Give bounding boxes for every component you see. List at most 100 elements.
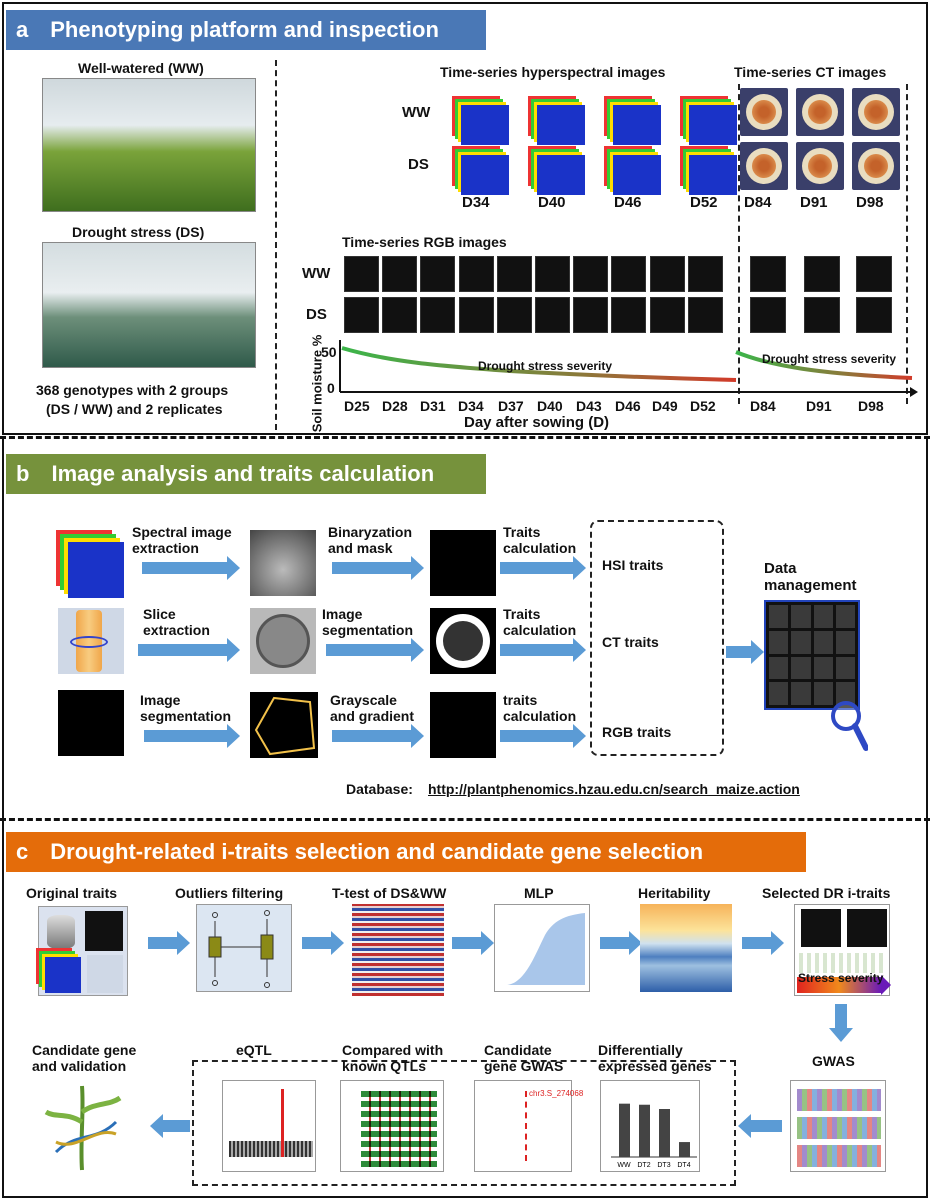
- hsi-traits: HSI traits: [602, 557, 664, 573]
- hsi-title: Time-series hyperspectral images: [440, 64, 666, 80]
- x-axis-day: D43: [576, 398, 602, 414]
- mlp-chart: [494, 904, 590, 992]
- arrow-heritability: [742, 931, 784, 955]
- arrow-gwas-left: [738, 1114, 782, 1138]
- rgb-thumb-0-9: [687, 256, 723, 292]
- ct-cylinder-icon: [58, 608, 124, 674]
- panel-b: [2, 437, 928, 818]
- snp-label: chr3.S_274068: [529, 1089, 584, 1098]
- x-axis-day: D98: [858, 398, 884, 414]
- deg-bar-WW: [619, 1103, 630, 1157]
- hsi-day-label: D40: [538, 194, 566, 211]
- step-imgseg: Image segmentation: [322, 606, 414, 638]
- hsi-band-layer: [537, 105, 585, 145]
- ct-image-1-2: [852, 142, 900, 190]
- step-imgseg2: Image segmentation: [140, 692, 232, 724]
- step-gray: Grayscale and gradient: [330, 692, 415, 724]
- rgb-thumb-1-4: [496, 297, 532, 333]
- eqtl-plot: [222, 1080, 316, 1172]
- hsi-day-label: D46: [614, 194, 642, 211]
- hsi-band-layer: [613, 105, 661, 145]
- hsi-row-ww: WW: [402, 104, 431, 121]
- hsi-cube-1-2: [604, 146, 662, 195]
- rgb-thumb-1-1: [382, 297, 418, 333]
- x-axis-arrowhead: [910, 387, 918, 397]
- deg-tick-label: WW: [617, 1162, 631, 1169]
- genotypes-line1: 368 genotypes with 2 groups: [36, 382, 229, 398]
- arrow-binary: [332, 556, 424, 580]
- arrow-original: [148, 931, 190, 955]
- hsi-band-layer: [461, 155, 509, 195]
- binary-mask-image: [430, 530, 496, 596]
- panel-c-letter: c: [16, 839, 29, 864]
- qtl-compare-plot: [340, 1080, 444, 1172]
- panel-b-letter: b: [16, 461, 30, 486]
- rgb-thumb-0-0: [344, 256, 379, 292]
- rgb-late-thumb-1-2: [856, 297, 892, 333]
- rgb-thumb-1-2: [420, 297, 456, 333]
- hsi-band-layer: [689, 105, 737, 145]
- rgb-thumb-0-1: [382, 256, 418, 292]
- x-axis-day: D91: [806, 398, 832, 414]
- hsi-cube-0-3: [680, 96, 738, 145]
- ct-day-label: D98: [856, 194, 884, 211]
- arrow-data-mgmt: [726, 640, 764, 664]
- ttest-label: T-test of DS&WW: [332, 885, 447, 901]
- database-url[interactable]: http://plantphenomics.hzau.edu.cn/search…: [428, 781, 800, 797]
- ttest-heatmap: [352, 904, 444, 996]
- deg-tick-label: DT4: [677, 1162, 690, 1169]
- panel-a-header: a Phenotyping platform and inspection: [6, 10, 486, 50]
- deg-tick-label: DT3: [657, 1162, 670, 1169]
- hsi-band-layer: [613, 155, 661, 195]
- step-spectral: Spectral image extraction: [132, 524, 232, 556]
- selected-traits-image: [794, 904, 891, 996]
- gwas-manhattan: [790, 1080, 886, 1172]
- hsi-band-layer: [537, 155, 585, 195]
- x-axis-day: D28: [382, 398, 408, 414]
- hsi-band-layer: [461, 105, 509, 145]
- arrow-down-gwas: [835, 1004, 847, 1030]
- eqtl-label: eQTL: [236, 1042, 272, 1058]
- rgb-thumb-1-8: [649, 297, 685, 333]
- data-management: Data management: [764, 560, 857, 594]
- rgb-thumb-0-6: [573, 256, 609, 292]
- arrow-imgseg2: [144, 724, 240, 748]
- segmented-red-image: [250, 692, 318, 758]
- arrow-candidate-left: [150, 1114, 190, 1138]
- rgb-thumb-0-8: [649, 256, 685, 292]
- panel-c: [2, 820, 928, 1198]
- rgb-row-ww: WW: [302, 265, 331, 282]
- x-axis-day: D49: [652, 398, 678, 414]
- x-axis-day: D37: [498, 398, 524, 414]
- panel-bc-divider: [0, 818, 930, 821]
- original-traits-image: [38, 906, 128, 996]
- ww-label: Well-watered (WW): [78, 60, 204, 76]
- rgb-plant-image: [58, 690, 124, 756]
- rgb-late-thumb-1-1: [804, 297, 840, 333]
- step-traits1: Traits calculation: [503, 524, 577, 556]
- x-axis-day: D34: [458, 398, 484, 414]
- panel-b-header: b Image analysis and traits calculation: [6, 454, 486, 494]
- greenhouse-ds-photo: [42, 242, 256, 368]
- ct-slice-image: [250, 608, 316, 674]
- rgb-late-thumb-0-2: [856, 256, 892, 292]
- x-axis-day: D84: [750, 398, 776, 414]
- data-management-grid: [764, 600, 860, 710]
- hsi-day-label: D34: [462, 194, 490, 211]
- rgb-traits: RGB traits: [602, 724, 672, 740]
- rgb-thumb-1-0: [344, 297, 379, 333]
- panel-a-title: Phenotyping platform and inspection: [50, 17, 439, 42]
- x-axis-label: Day after sowing (D): [464, 414, 610, 431]
- arrow-mlp: [600, 931, 642, 955]
- heritability-label: Heritability: [638, 885, 711, 901]
- hsi-band-layer: [689, 155, 737, 195]
- compared-label: Compared with known QTLs: [342, 1042, 444, 1074]
- mlp-label: MLP: [524, 885, 554, 901]
- outliers-filtering: Outliers filtering: [175, 885, 284, 901]
- ct-image-1-1: [796, 142, 844, 190]
- spectral-gray-image: [250, 530, 316, 596]
- rgb-late-thumb-0-0: [750, 256, 786, 292]
- x-axis-day: D52: [690, 398, 716, 414]
- y-tick-50: 50: [321, 344, 337, 360]
